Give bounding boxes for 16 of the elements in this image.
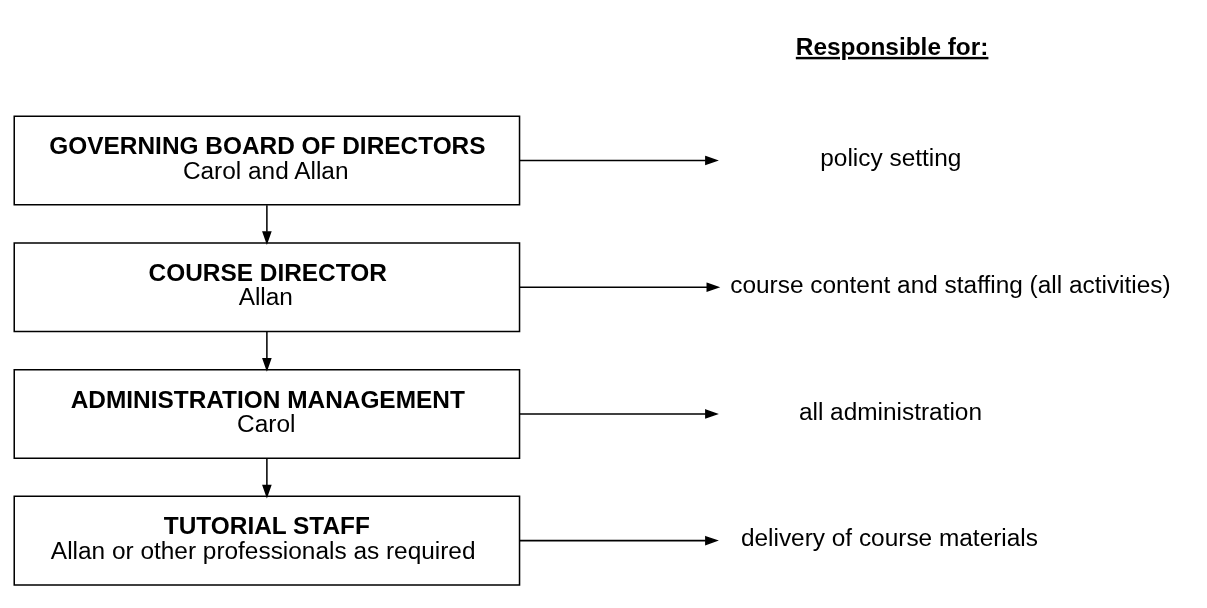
node-text: delivery of course materials bbox=[740, 524, 1038, 552]
arrow bbox=[262, 204, 272, 245]
node-text: policy setting bbox=[820, 144, 962, 172]
arrow bbox=[519, 535, 719, 546]
label: Responsible for: bbox=[795, 32, 989, 60]
arrow bbox=[519, 409, 719, 419]
arrow bbox=[518, 282, 721, 293]
node-text: all administration bbox=[798, 397, 983, 425]
node-text: course content and staffing (all activities) bbox=[730, 271, 1171, 299]
arrow bbox=[262, 331, 272, 372]
node-box: GOVERNING BOARD OF DIRECTORS Carol and Allan bbox=[13, 115, 521, 206]
arrow bbox=[519, 155, 719, 166]
node-box: TUTORIAL STAFF Allan or other professionals as required bbox=[13, 495, 521, 586]
node-box: ADMINISTRATION MANAGEMENT Carol bbox=[13, 368, 521, 459]
node-box: COURSE DIRECTOR Allan bbox=[13, 242, 521, 333]
arrow bbox=[262, 457, 272, 499]
